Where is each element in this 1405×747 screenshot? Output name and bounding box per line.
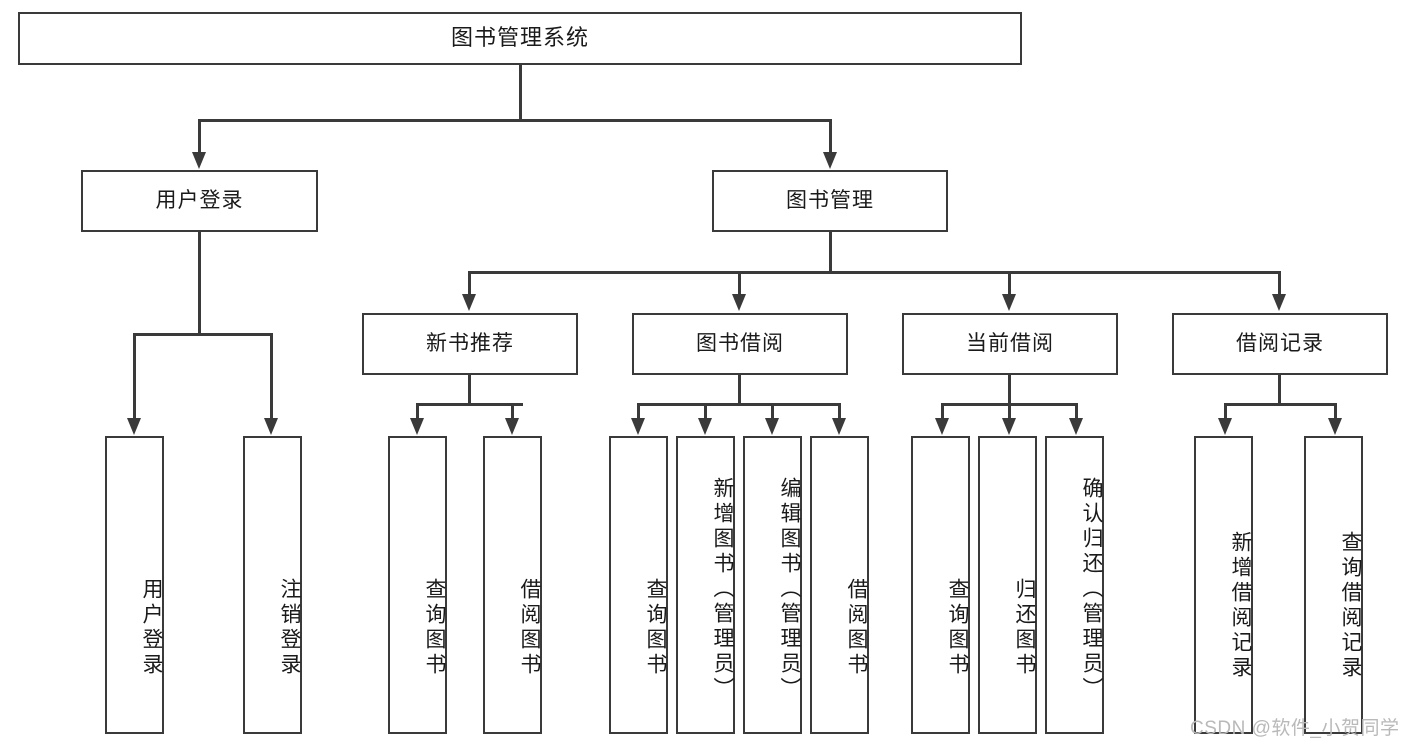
leaf-label: 查询借阅记录	[1339, 531, 1362, 681]
connector-current-borrow-stem	[1008, 375, 1011, 405]
arrowhead-leaf-confirm-return	[1069, 418, 1083, 435]
leaf-add-borrow-record[interactable]: 新增借阅记录	[1194, 436, 1253, 734]
node-root-system[interactable]: 图书管理系统	[18, 12, 1022, 65]
arrowhead-user-login	[192, 152, 206, 169]
leaf-label: 借阅图书	[518, 577, 541, 678]
arrowhead-leaf-query-book-cb	[935, 418, 949, 435]
node-label: 图书管理系统	[450, 25, 589, 51]
node-label: 借阅记录	[1236, 332, 1324, 356]
arrowhead-book-borrow	[732, 294, 746, 311]
connector-book-borrow-bus	[637, 403, 841, 406]
connector-new-book-leaf-0	[416, 403, 419, 421]
arrowhead-leaf-query-book-bb	[631, 418, 645, 435]
leaf-borrow-book-bb[interactable]: 借阅图书	[810, 436, 869, 734]
leaf-label: 查询图书	[644, 577, 667, 678]
leaf-label: 确认归还（管理员）	[1080, 477, 1103, 702]
connector-root-stem	[519, 65, 522, 121]
node-new-book-recommend[interactable]: 新书推荐	[362, 313, 578, 375]
connector-to-borrow-record	[1278, 271, 1281, 297]
connector-root-to-book-manage	[829, 119, 832, 155]
leaf-confirm-return-admin[interactable]: 确认归还（管理员）	[1045, 436, 1104, 734]
connector-root-to-user-login	[198, 119, 201, 155]
arrowhead-leaf-query-book-nb	[410, 418, 424, 435]
connector-current-borrow-leaf-0	[941, 403, 944, 421]
leaf-edit-book-admin[interactable]: 编辑图书（管理员）	[743, 436, 802, 734]
connector-book-borrow-leaf-1	[704, 403, 707, 421]
node-user-login[interactable]: 用户登录	[81, 170, 318, 232]
connector-book-borrow-leaf-0	[637, 403, 640, 421]
arrowhead-leaf-logout	[264, 418, 278, 435]
connector-user-login-leaf-1	[270, 333, 273, 421]
leaf-label: 新增借阅记录	[1229, 531, 1252, 681]
leaf-add-book-admin[interactable]: 新增图书（管理员）	[676, 436, 735, 734]
arrowhead-book-manage	[823, 152, 837, 169]
connector-book-borrow-stem	[738, 375, 741, 405]
leaf-logout[interactable]: 注销登录	[243, 436, 302, 734]
arrowhead-leaf-borrow-book-nb	[505, 418, 519, 435]
arrowhead-new-book	[462, 294, 476, 311]
connector-user-login-bus	[133, 333, 270, 336]
connector-new-book-bus	[416, 403, 523, 406]
leaf-label: 查询图书	[423, 577, 446, 678]
leaf-return-book[interactable]: 归还图书	[978, 436, 1037, 734]
leaf-query-book-borrow[interactable]: 查询图书	[609, 436, 668, 734]
connector-borrow-record-stem	[1278, 375, 1281, 405]
node-current-borrow[interactable]: 当前借阅	[902, 313, 1118, 375]
arrowhead-current-borrow	[1002, 294, 1016, 311]
arrowhead-leaf-return-book	[1002, 418, 1016, 435]
leaf-label: 查询图书	[946, 577, 969, 678]
connector-current-borrow-leaf-1	[1008, 403, 1011, 421]
arrowhead-leaf-edit-book	[765, 418, 779, 435]
node-label: 新书推荐	[426, 332, 514, 356]
leaf-label: 借阅图书	[845, 577, 868, 678]
connector-root-bus	[198, 119, 832, 122]
leaf-query-book-current[interactable]: 查询图书	[911, 436, 970, 734]
connector-user-login-stem	[198, 232, 201, 335]
arrowhead-leaf-user-login	[127, 418, 141, 435]
arrowhead-leaf-borrow-book-bb	[832, 418, 846, 435]
connector-to-current-borrow	[1008, 271, 1011, 297]
connector-user-login-leaf-0	[133, 333, 136, 421]
node-borrow-record[interactable]: 借阅记录	[1172, 313, 1388, 375]
leaf-label: 新增图书（管理员）	[711, 477, 734, 702]
leaf-user-login[interactable]: 用户登录	[105, 436, 164, 734]
connector-to-new-book	[468, 271, 471, 297]
connector-borrow-record-leaf-1	[1334, 403, 1337, 421]
arrowhead-leaf-add-book	[698, 418, 712, 435]
leaf-query-book-new[interactable]: 查询图书	[388, 436, 447, 734]
leaf-label: 归还图书	[1013, 577, 1036, 678]
connector-borrow-record-leaf-0	[1224, 403, 1227, 421]
connector-book-borrow-leaf-2	[771, 403, 774, 421]
leaf-label: 用户登录	[140, 577, 163, 678]
connector-current-borrow-leaf-2	[1075, 403, 1078, 421]
node-book-manage[interactable]: 图书管理	[712, 170, 948, 232]
connector-level2-bus	[468, 271, 1280, 274]
arrowhead-leaf-add-record	[1218, 418, 1232, 435]
connector-borrow-record-bus	[1224, 403, 1336, 406]
node-label: 当前借阅	[966, 332, 1054, 356]
leaf-label: 注销登录	[278, 577, 301, 678]
connector-book-manage-stem	[829, 232, 832, 273]
leaf-query-borrow-record[interactable]: 查询借阅记录	[1304, 436, 1363, 734]
node-label: 用户登录	[155, 189, 244, 213]
connector-book-borrow-leaf-3	[838, 403, 841, 421]
leaf-label: 编辑图书（管理员）	[778, 477, 801, 702]
connector-to-book-borrow	[738, 271, 741, 297]
arrowhead-leaf-query-record	[1328, 418, 1342, 435]
arrowhead-borrow-record	[1272, 294, 1286, 311]
leaf-borrow-book-new[interactable]: 借阅图书	[483, 436, 542, 734]
node-label: 图书借阅	[696, 332, 784, 356]
connector-new-book-leaf-1	[511, 403, 514, 421]
connector-new-book-stem	[468, 375, 471, 405]
node-book-borrow[interactable]: 图书借阅	[632, 313, 848, 375]
node-label: 图书管理	[786, 189, 874, 213]
